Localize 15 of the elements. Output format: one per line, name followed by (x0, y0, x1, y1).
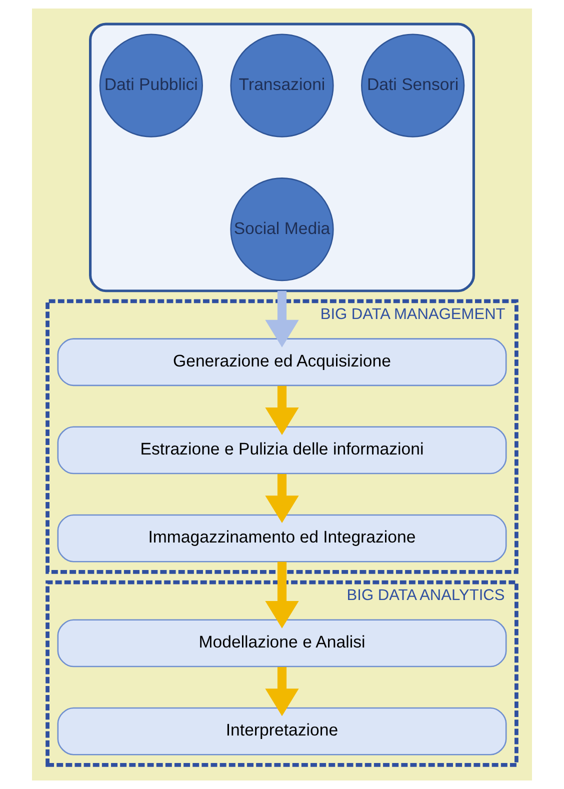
cluster (89, 22, 475, 292)
node-circle: Social Media (230, 178, 334, 282)
node-box: Generazione ed Acquisizione (57, 338, 507, 386)
node-circle: Transazioni (230, 34, 334, 138)
arrow (265, 666, 299, 716)
node-circle: Dati Pubblici (99, 34, 203, 138)
arrow (265, 474, 299, 524)
node-box: Estrazione e Pulizia delle informazioni (57, 426, 507, 474)
node-box: Modellazione e Analisi (57, 619, 507, 668)
node-circle: Dati Sensori (361, 34, 465, 138)
arrow (265, 290, 299, 348)
node-box: Interpretazione (57, 707, 507, 756)
arrow (265, 562, 299, 628)
node-box: Immagazzinamento ed Integrazione (57, 514, 507, 562)
arrow (265, 386, 299, 435)
